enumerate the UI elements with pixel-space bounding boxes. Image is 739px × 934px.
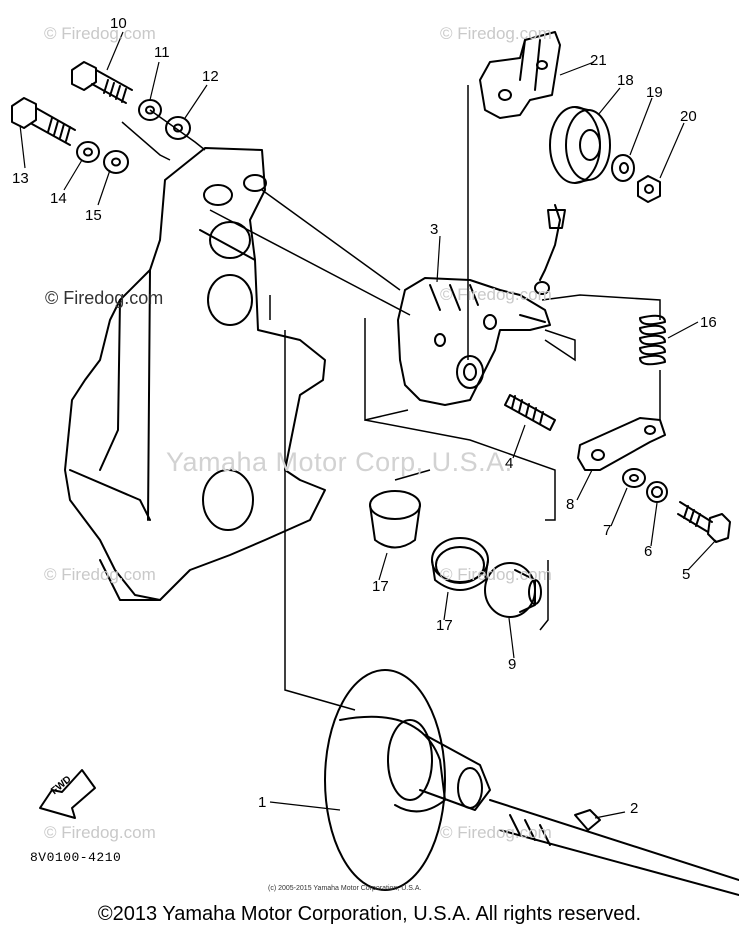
callout-1: 1 — [258, 794, 267, 811]
link-arm-8 — [578, 418, 665, 470]
collar-6 — [647, 482, 667, 502]
callout-14: 14 — [50, 190, 67, 207]
callout-21: 21 — [590, 52, 607, 69]
callout-5: 5 — [682, 566, 691, 583]
callout-leaders — [19, 31, 717, 819]
bolt-13 — [12, 98, 75, 145]
bolt-5 — [678, 502, 730, 542]
callout-6: 6 — [644, 543, 653, 560]
bushing-17a — [370, 491, 420, 548]
callout-8: 8 — [566, 496, 575, 513]
callout-15: 15 — [85, 207, 102, 224]
callout-11: 11 — [154, 44, 170, 61]
drive-sheave-1 — [325, 670, 490, 890]
callout-16: 16 — [700, 314, 717, 331]
bolt-10 — [72, 62, 132, 103]
watermark-yamaha: Yamaha Motor Corp, U.S.A. — [166, 447, 513, 477]
watermark-firedog-2: © Firedog.com — [440, 24, 552, 43]
footer-copyright: ©2013 Yamaha Motor Corporation, U.S.A. A… — [97, 903, 642, 925]
callout-2: 2 — [630, 800, 639, 817]
callout-12: 12 — [202, 68, 219, 85]
callout-18: 18 — [617, 72, 634, 89]
crankshaft — [490, 800, 739, 895]
washer-19 — [612, 155, 634, 181]
watermark-firedog-5: © Firedog.com — [44, 565, 156, 584]
woodruff-key-2 — [575, 810, 600, 830]
callout-17a: 17 — [372, 578, 389, 595]
callout-7: 7 — [603, 522, 612, 539]
washer-15 — [104, 151, 128, 173]
lock-washer-14 — [77, 142, 99, 162]
lever-assembly-3 — [398, 278, 550, 405]
diagram-part-number: 8V0100-4210 — [30, 850, 122, 865]
watermark-firedog-8: © Firedog.com — [440, 823, 552, 842]
watermark-firedog-1: © Firedog.com — [44, 24, 156, 43]
callout-13: 13 — [12, 170, 29, 187]
callout-10: 10 — [110, 15, 127, 32]
spring-4 — [505, 395, 555, 430]
callout-19: 19 — [646, 84, 663, 101]
assembly-reference-lines — [121, 85, 661, 711]
engine-mount-plate — [65, 148, 325, 600]
bracket-21 — [480, 32, 560, 118]
front-arrow-icon — [40, 770, 95, 818]
watermark-firedog-7: © Firedog.com — [44, 823, 156, 842]
nut-20 — [638, 176, 660, 202]
watermark-firedog-3: © Firedog.com — [45, 288, 164, 308]
cap-9 — [485, 563, 541, 617]
washer-7 — [623, 469, 645, 487]
spring-16 — [640, 316, 665, 365]
callout-4: 4 — [505, 455, 514, 472]
callout-20: 20 — [680, 108, 697, 125]
callout-9: 9 — [508, 656, 517, 673]
callout-3: 3 — [430, 221, 439, 238]
throttle-cable — [535, 205, 565, 294]
watermark-firedog-4: © Firedog.com — [440, 285, 552, 304]
bushing-17b — [432, 538, 488, 590]
callout-17b: 17 — [436, 617, 453, 634]
pulley-18 — [550, 107, 610, 183]
watermark-firedog-6: © Firedog.com — [440, 565, 552, 584]
small-copyright: (c) 2005-2015 Yamaha Motor Corporation, … — [268, 885, 422, 892]
washer-12 — [166, 117, 190, 139]
